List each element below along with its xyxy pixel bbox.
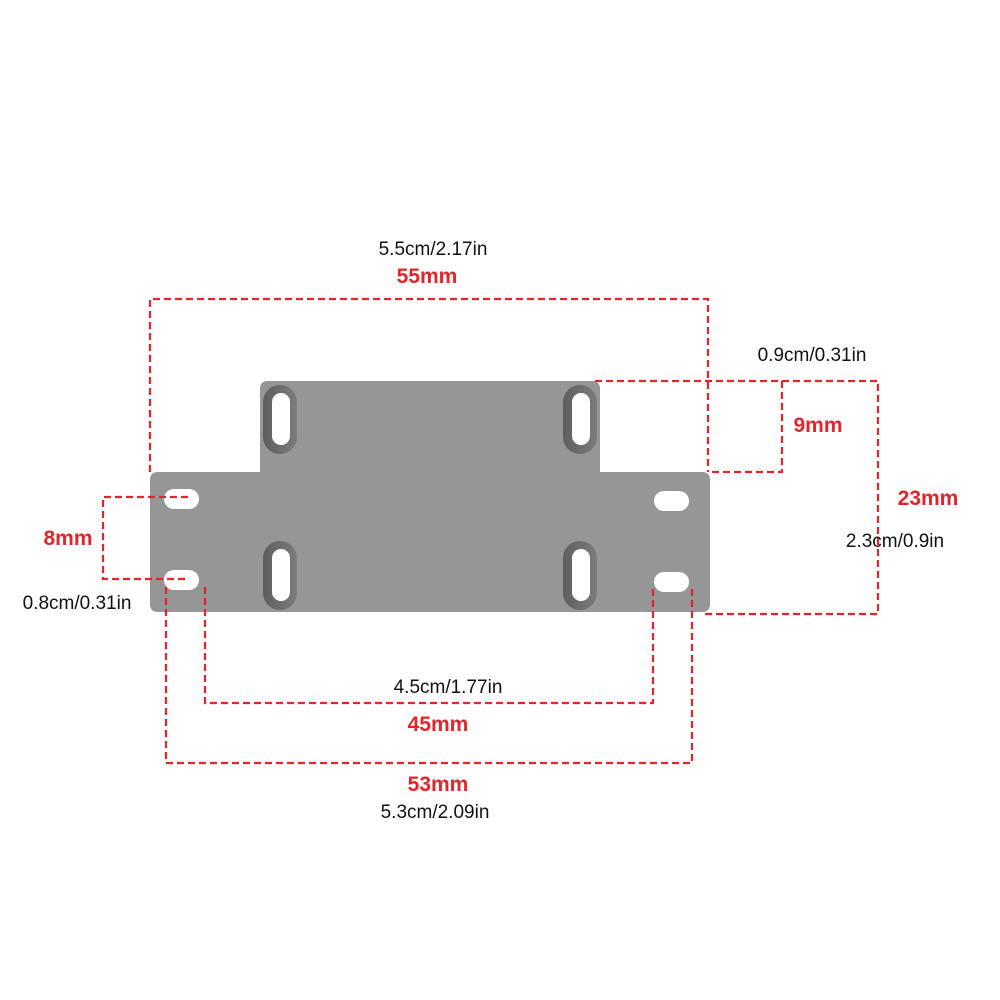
horizontal-slot (164, 489, 199, 509)
inner-spacing-mm-label: 45mm (408, 713, 469, 736)
tab-9mm-dimension-line (595, 379, 784, 474)
spacing-45mm-dimension-line (203, 587, 655, 705)
spacing-8mm-dimension-line (101, 495, 188, 581)
hole-spacing-imperial-label: 0.8cm/0.31in (23, 593, 132, 614)
horizontal-slot (654, 572, 689, 592)
vertical-slot (263, 541, 297, 610)
width-55mm-dimension-line (148, 297, 710, 472)
width-mm-label: 55mm (397, 265, 458, 288)
horizontal-slot (654, 491, 689, 511)
bracket-plate (150, 381, 710, 612)
width-imperial-label: 5.5cm/2.17in (379, 239, 488, 260)
spacing-53mm-dimension-line (164, 587, 694, 765)
vertical-slot (263, 385, 297, 454)
height-imperial-label: 2.3cm/0.9in (846, 531, 944, 552)
height-23mm-dimension-line (702, 379, 880, 616)
vertical-slot (563, 541, 597, 610)
vertical-slot (563, 385, 597, 454)
inner-spacing-imperial-label: 4.5cm/1.77in (394, 677, 503, 698)
outer-spacing-mm-label: 53mm (408, 773, 469, 796)
tab-imperial-label: 0.9cm/0.31in (758, 345, 867, 366)
tab-mm-label: 9mm (793, 414, 842, 437)
hole-spacing-mm-label: 8mm (43, 527, 92, 550)
outer-spacing-imperial-label: 5.3cm/2.09in (381, 802, 490, 823)
height-mm-label: 23mm (898, 487, 959, 510)
